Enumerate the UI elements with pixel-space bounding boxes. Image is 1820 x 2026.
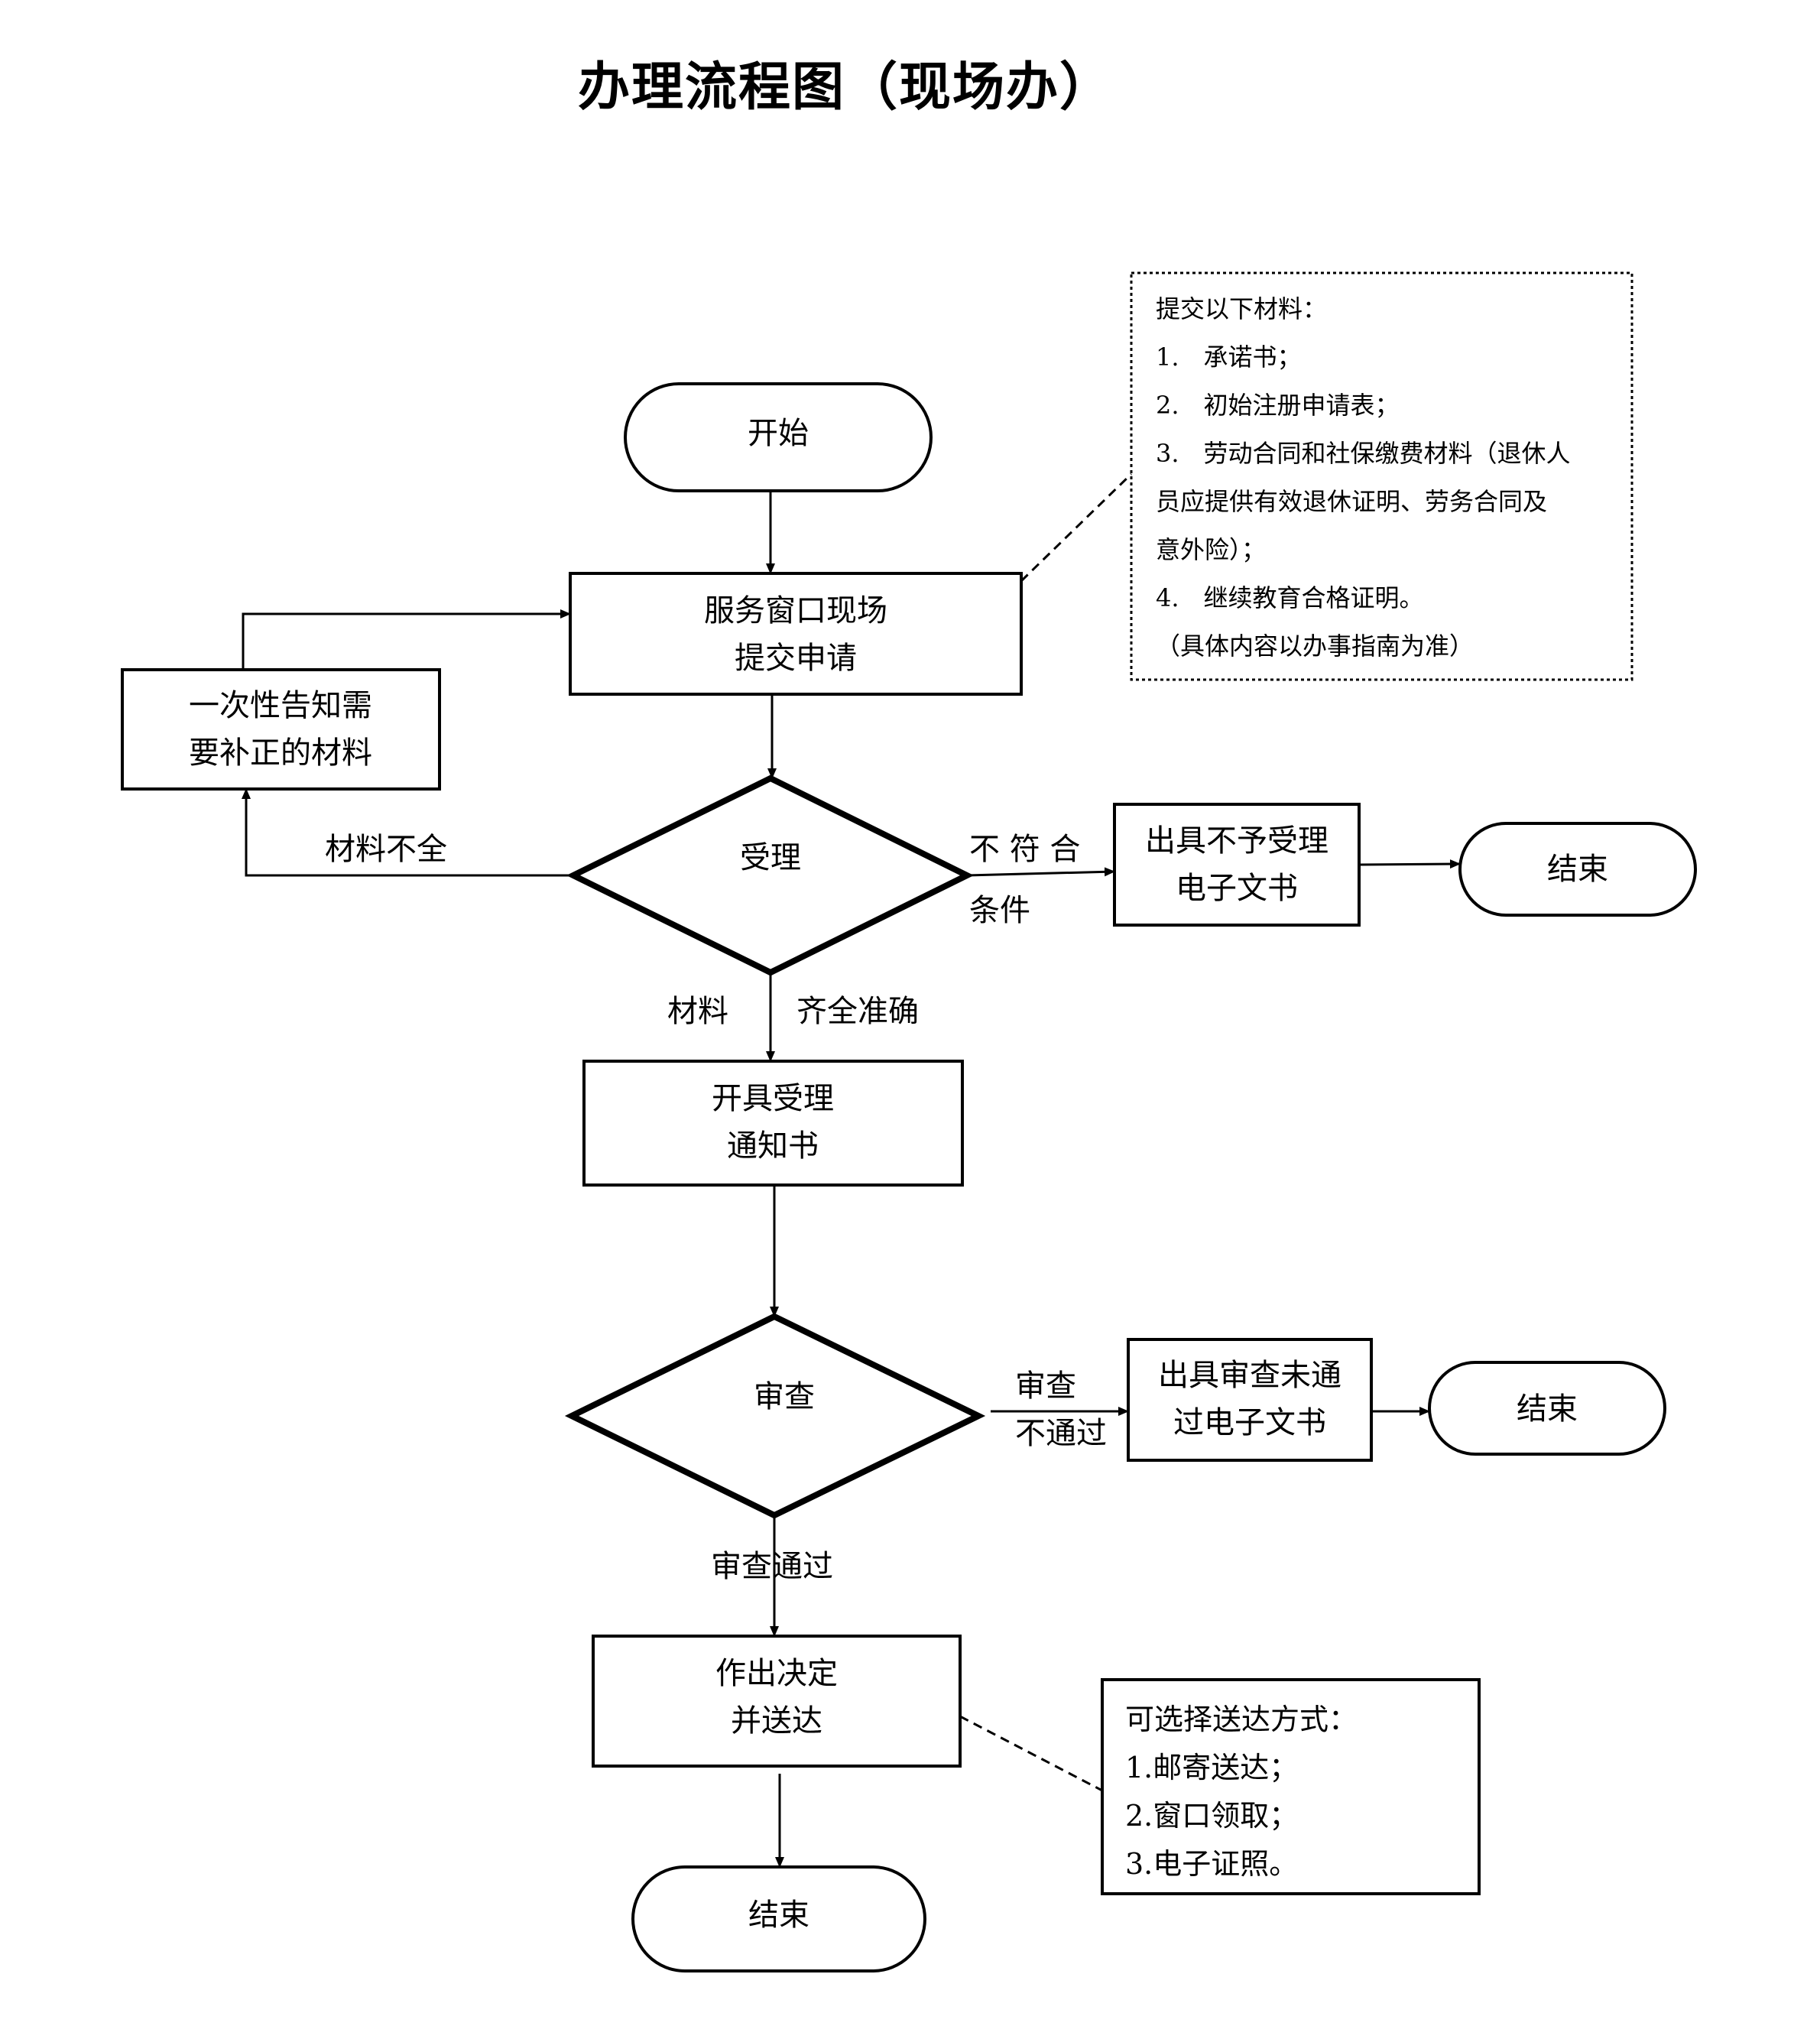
receipt-label-line2: 通知书: [727, 1128, 819, 1164]
review-fail-doc-box: [1127, 1338, 1373, 1462]
review-diamond: [564, 1313, 986, 1519]
reject-doc-label-line2: 电子文书: [1176, 871, 1298, 906]
edge-label-review-pass: 审查通过: [711, 1549, 833, 1584]
materials-note-item: 4. 继续教育合格证明。: [1156, 583, 1424, 612]
materials-note-heading: 提交以下材料：: [1156, 294, 1327, 323]
materials-note-item: 员应提供有效退休证明、劳务合同及: [1156, 487, 1547, 516]
reject-doc-label-line1: 出具不予受理: [1145, 823, 1329, 859]
submit-box: [569, 572, 1023, 696]
materials-note-footer: （具体内容以办事指南为准）: [1156, 632, 1474, 661]
dashed-decision-to-delivery: [959, 1715, 1103, 1792]
decision-label-line1: 作出决定: [715, 1656, 838, 1691]
submit-label-line1: 服务窗口现场: [704, 593, 887, 628]
materials-note-item: 1. 承诺书；: [1156, 343, 1302, 372]
review-fail-doc-label-line2: 过电子文书: [1173, 1405, 1326, 1440]
accept-diamond: [566, 774, 975, 976]
arrow-notify-to-submit: [242, 609, 571, 670]
edge-label-incomplete: 材料不全: [325, 832, 447, 867]
edge-label-not-eligible-line2: 条件: [969, 893, 1030, 928]
review-fail-doc-label-line1: 出具审查未通: [1158, 1358, 1341, 1393]
decision-label-line2: 并送达: [731, 1703, 822, 1739]
edge-label-review-fail-line1: 审查: [1015, 1369, 1076, 1404]
arrow-accept-to-notify: [242, 788, 573, 877]
delivery-note-item: 2.窗口领取；: [1125, 1799, 1298, 1833]
start-terminal: [624, 382, 933, 492]
dashed-submit-to-materials: [1020, 472, 1133, 583]
receipt-label-line1: 开具受理: [712, 1081, 834, 1116]
accept-label: 受理: [740, 840, 801, 875]
review-label: 审查: [754, 1379, 815, 1414]
delivery-note-item: 3.电子证照。: [1125, 1847, 1298, 1881]
notify-label-line2: 要补正的材料: [189, 735, 372, 771]
start-label: 开始: [748, 416, 809, 451]
end1-terminal: [1458, 822, 1697, 917]
end3-label: 结束: [748, 1898, 809, 1933]
page-title: 办理流程图（现场办）: [578, 57, 1114, 118]
edge-label-not-eligible-line1: 不 符 合: [969, 832, 1080, 867]
materials-note-item: 3. 劳动合同和社保缴费材料（退休人: [1156, 439, 1571, 468]
delivery-note-box: [1101, 1678, 1481, 1895]
edge-label-complete-left: 材料: [667, 994, 728, 1029]
delivery-note-heading: 可选择送达方式：: [1125, 1703, 1358, 1736]
materials-note-box: [1130, 271, 1633, 681]
materials-note-item: 意外险）；: [1156, 535, 1266, 564]
reject-doc-box: [1113, 803, 1361, 927]
submit-label-line2: 提交申请: [735, 641, 857, 676]
edge-label-review-fail-line2: 不通过: [1015, 1416, 1107, 1451]
end2-label: 结束: [1517, 1391, 1578, 1427]
arrow-reject-to-end1: [1358, 859, 1461, 869]
end1-label: 结束: [1547, 852, 1608, 887]
arrow-accept-to-reject: [966, 867, 1115, 877]
receipt-box: [582, 1060, 964, 1187]
notify-box: [121, 668, 441, 791]
delivery-note-item: 1.邮寄送达；: [1125, 1751, 1298, 1784]
edge-label-complete-right: 齐全准确: [796, 994, 919, 1029]
notify-label-line1: 一次性告知需: [189, 688, 372, 723]
materials-note-item: 2. 初始注册申请表；: [1156, 391, 1400, 420]
